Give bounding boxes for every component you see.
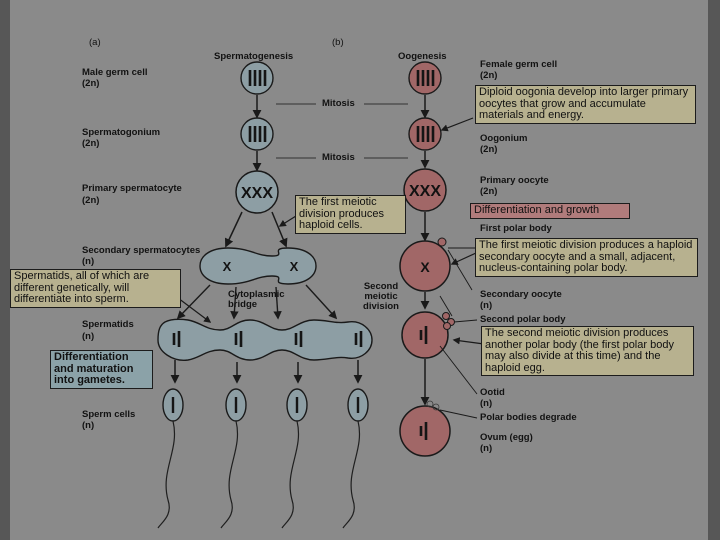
callout-first-meiotic-division-haploid: The first meiotic division produces hapl…: [295, 195, 406, 234]
diagram-graphics: XXX X X: [157, 61, 485, 529]
panel-a-label: (a): [89, 37, 101, 48]
primary-spermatocyte-cell: XXX: [235, 170, 279, 214]
svg-text:X: X: [290, 259, 299, 274]
callout-differentiation-growth: Differentiation and growth: [470, 203, 630, 219]
stage-label: Spermatogonium: [82, 127, 161, 138]
sperm-cell: [157, 388, 184, 529]
stage-label: Spermatids: [82, 319, 134, 330]
stage-label: Primary oocyte: [480, 175, 549, 186]
stage-ploidy: (2n): [82, 195, 100, 206]
stage-label: Second polar body: [480, 314, 566, 325]
callout-differentiation-maturation: Differentiation and maturation into game…: [50, 350, 153, 389]
svg-text:X: X: [420, 259, 430, 275]
spermatids-chain: [157, 318, 373, 361]
ovum-cell: [399, 400, 451, 457]
sperm-cell: [342, 388, 369, 529]
secondary-oocyte-cell: X: [399, 237, 451, 292]
sperm-cell: [281, 388, 308, 529]
stage-label: First polar body: [480, 223, 552, 234]
stage-ploidy: (n): [480, 443, 493, 454]
ootid-cell: [401, 311, 455, 359]
svg-text:XXX: XXX: [409, 183, 441, 200]
stage-label: Male germ cell: [82, 67, 148, 78]
stage-ploidy: (n): [82, 420, 95, 431]
callout-spermatids-genetically: Spermatids, all of which are different g…: [10, 269, 181, 308]
callout-diploid-oogonia: Diploid oogonia develop into larger prim…: [475, 85, 696, 124]
cytoplasmic-bridge-label: Cytoplasmic bridge: [228, 289, 285, 310]
stage-label: Primary spermatocyte: [82, 183, 182, 194]
stage-ploidy: (2n): [82, 138, 100, 149]
stage-ploidy: (2n): [480, 186, 498, 197]
stage-label: Ovum (egg): [480, 432, 533, 443]
stage-label: Polar bodies degrade: [480, 412, 577, 423]
second-meiotic-division-label: Second meiotic division: [363, 281, 399, 312]
stage-label: Sperm cells: [82, 409, 136, 420]
stage-ploidy: (n): [480, 300, 493, 311]
sperm-cell: [220, 388, 247, 529]
stage-label: Secondary spermatocytes: [82, 245, 201, 256]
stage-ploidy: (n): [480, 398, 493, 409]
callout-first-meiotic-division-polar: The first meiotic division produces a ha…: [475, 238, 698, 277]
male-germ-cell: [240, 61, 274, 95]
primary-oocyte-cell: XXX: [403, 168, 447, 212]
panel-b-label: (b): [332, 37, 344, 48]
stage-label: Ootid: [480, 387, 505, 398]
stage-label: Oogonium: [480, 133, 528, 144]
mitosis-label: Mitosis: [322, 152, 355, 163]
gametogenesis-figure: XXX X X: [10, 0, 708, 540]
stage-ploidy: (n): [82, 256, 95, 267]
stage-ploidy: (2n): [82, 78, 100, 89]
stage-ploidy: (2n): [480, 70, 498, 81]
spermatogenesis-header: Spermatogenesis: [214, 51, 294, 62]
oogonium-cell: [408, 117, 442, 151]
stage-label: Secondary oocyte: [480, 289, 562, 300]
callout-second-meiotic-division-polar: The second meiotic division produces ano…: [481, 326, 694, 376]
stage-ploidy: (n): [82, 331, 95, 342]
mitosis-label: Mitosis: [322, 98, 355, 109]
svg-text:XXX: XXX: [241, 185, 273, 202]
female-germ-cell: [408, 61, 442, 95]
oogenesis-header: Oogenesis: [398, 51, 447, 62]
spermatogonium-cell: [240, 117, 274, 151]
stage-ploidy: (2n): [480, 144, 498, 155]
secondary-spermatocytes-cells: X X: [199, 247, 317, 285]
stage-label: Female germ cell: [480, 59, 558, 70]
svg-text:X: X: [223, 259, 232, 274]
